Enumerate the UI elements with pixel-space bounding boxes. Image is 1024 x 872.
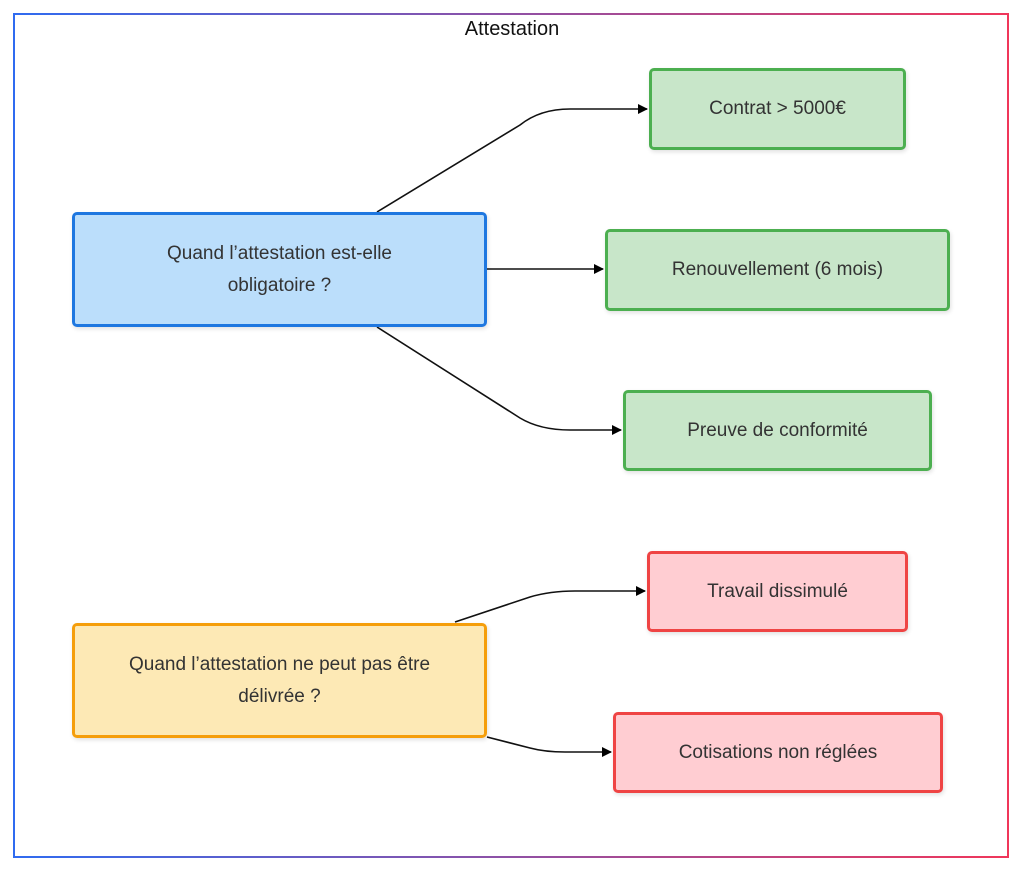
node-renouvellement: Renouvellement (6 mois) bbox=[605, 229, 950, 311]
diagram-title: Attestation bbox=[464, 18, 560, 40]
edge-q1-preuve bbox=[376, 326, 622, 435]
node-label: Contrat > 5000€ bbox=[709, 98, 846, 119]
edge-q2-travail bbox=[454, 586, 646, 623]
node-travail: Travail dissimulé bbox=[647, 551, 908, 632]
edge-q2-cotisations bbox=[486, 736, 612, 757]
node-label: Cotisations non réglées bbox=[678, 741, 878, 763]
node-preuve: Preuve de conformité bbox=[623, 390, 932, 471]
node-label: Travail dissimulé bbox=[707, 580, 848, 602]
node-label: Renouvellement (6 mois) bbox=[671, 259, 884, 280]
node-label: Quand l’attestation ne peut pas être dél… bbox=[128, 653, 431, 707]
node-cotisations: Cotisations non réglées bbox=[613, 712, 943, 793]
node-question-non-delivree: Quand l’attestation ne peut pas être dél… bbox=[72, 623, 487, 738]
node-label: Quand l’attestation est-elle obligatoire… bbox=[167, 242, 392, 296]
edge-q1-contrat bbox=[376, 104, 648, 213]
node-contrat: Contrat > 5000€ bbox=[649, 68, 906, 150]
node-question-obligatoire: Quand l’attestation est-elle obligatoire… bbox=[72, 212, 487, 327]
node-label: Preuve de conformité bbox=[687, 419, 868, 441]
